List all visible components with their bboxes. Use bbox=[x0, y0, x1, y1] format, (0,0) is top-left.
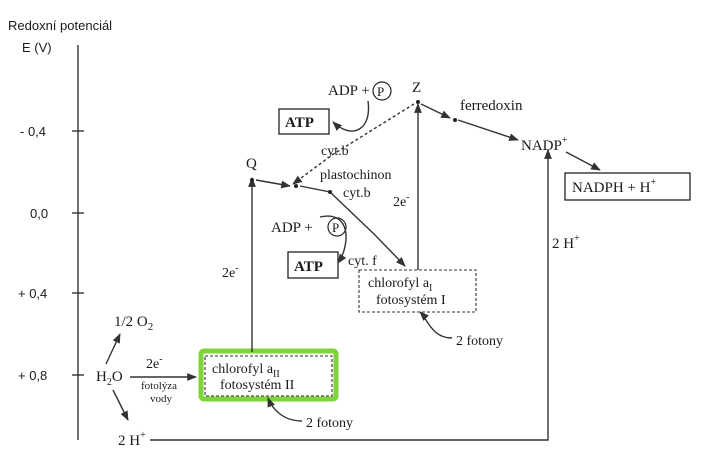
tick-label-4: + 0,8 bbox=[18, 368, 47, 383]
two-e-right-label: 2e- bbox=[393, 192, 410, 210]
arrow-z-to-ferredoxin bbox=[420, 103, 451, 119]
vody-label: vody bbox=[150, 393, 173, 405]
tick-label-3: + 0,4 bbox=[18, 286, 47, 301]
fotolyza-label: fotolýza bbox=[141, 380, 177, 392]
photosystem-1-box bbox=[358, 269, 477, 313]
h2o-label: H2O bbox=[96, 369, 123, 388]
adp-mid-label: ADP + bbox=[271, 220, 313, 236]
tick-label-1: - 0,4 bbox=[20, 124, 46, 139]
arrow-adp-to-atp-top bbox=[332, 100, 370, 132]
q-label: Q bbox=[246, 156, 257, 172]
ferredoxin-label: ferredoxin bbox=[460, 98, 523, 114]
nadph-box bbox=[564, 172, 691, 201]
nadph-label: NADPH + H+ bbox=[572, 177, 656, 196]
nadp-label: NADP+ bbox=[521, 135, 568, 154]
atp-mid-label: ATP bbox=[294, 259, 323, 275]
arrows bbox=[105, 100, 601, 441]
axis-title: Redoxní potenciál bbox=[8, 18, 112, 33]
z-dot bbox=[416, 100, 420, 104]
psII-line1: chlorofyl aII bbox=[212, 362, 280, 380]
cyt-b-mid-label: cyt.b bbox=[343, 186, 371, 201]
two-h-bottom-label: 2 H+ bbox=[118, 430, 146, 449]
phosphate-circle-top bbox=[372, 81, 392, 101]
two-e-water-label: 2e- bbox=[146, 354, 163, 372]
psI-line1: chlorofyl aI bbox=[368, 276, 432, 294]
arrow-photons-psII bbox=[267, 397, 303, 422]
photosystem-2-box bbox=[204, 355, 333, 397]
cyt-b-top-label: cyt.b bbox=[321, 144, 349, 159]
arrow-nadp-to-nadph bbox=[565, 151, 601, 171]
ferredoxin-dot bbox=[453, 118, 457, 122]
two-h-right-label: 2 H+ bbox=[552, 233, 580, 252]
plastochinon-label: plastochinon bbox=[320, 168, 392, 183]
psII-line2: fotosystém II bbox=[220, 378, 295, 393]
atp-top-label: ATP bbox=[285, 115, 314, 131]
two-photons-bottom-label: 2 fotony bbox=[306, 416, 353, 431]
half-o2-label: 1/2 O2 bbox=[114, 314, 153, 333]
two-photons-right-label: 2 fotony bbox=[456, 334, 503, 349]
atp-top-box bbox=[278, 108, 330, 135]
arrow-cyclic-dashed bbox=[292, 103, 415, 185]
plastochinon-dot bbox=[294, 184, 298, 188]
arrow-photons-psI bbox=[419, 311, 453, 339]
phosphate-top-label: P bbox=[377, 84, 384, 99]
arrow-to-2h-bottom bbox=[112, 389, 129, 421]
two-e-left-label: 2e- bbox=[222, 263, 239, 281]
arrow-plastochinon-to-psI bbox=[299, 185, 406, 267]
q-dot bbox=[250, 178, 254, 182]
axis-unit: E (V) bbox=[22, 40, 52, 55]
arrow-adp-to-atp-mid bbox=[319, 215, 347, 264]
phosphate-mid-label: P bbox=[332, 220, 339, 235]
y-axis: Redoxní potenciál E (V) - 0,4 0,0 + 0,4 … bbox=[8, 18, 112, 440]
z-label: Z bbox=[412, 80, 421, 96]
arrow-to-o2 bbox=[105, 333, 121, 365]
arrow-protons-to-nadp bbox=[150, 149, 552, 441]
psI-line2: fotosystém I bbox=[376, 293, 446, 308]
atp-mid-box bbox=[287, 251, 339, 279]
arrow-q-to-plastochinon bbox=[255, 179, 291, 189]
adp-top-label: ADP + bbox=[328, 83, 370, 99]
cyt-f-label: cyt. f bbox=[348, 254, 377, 269]
tick-label-2: 0,0 bbox=[30, 206, 48, 221]
arrow-ferredoxin-to-nadp bbox=[457, 119, 519, 141]
cyt-b-dot bbox=[328, 190, 332, 194]
